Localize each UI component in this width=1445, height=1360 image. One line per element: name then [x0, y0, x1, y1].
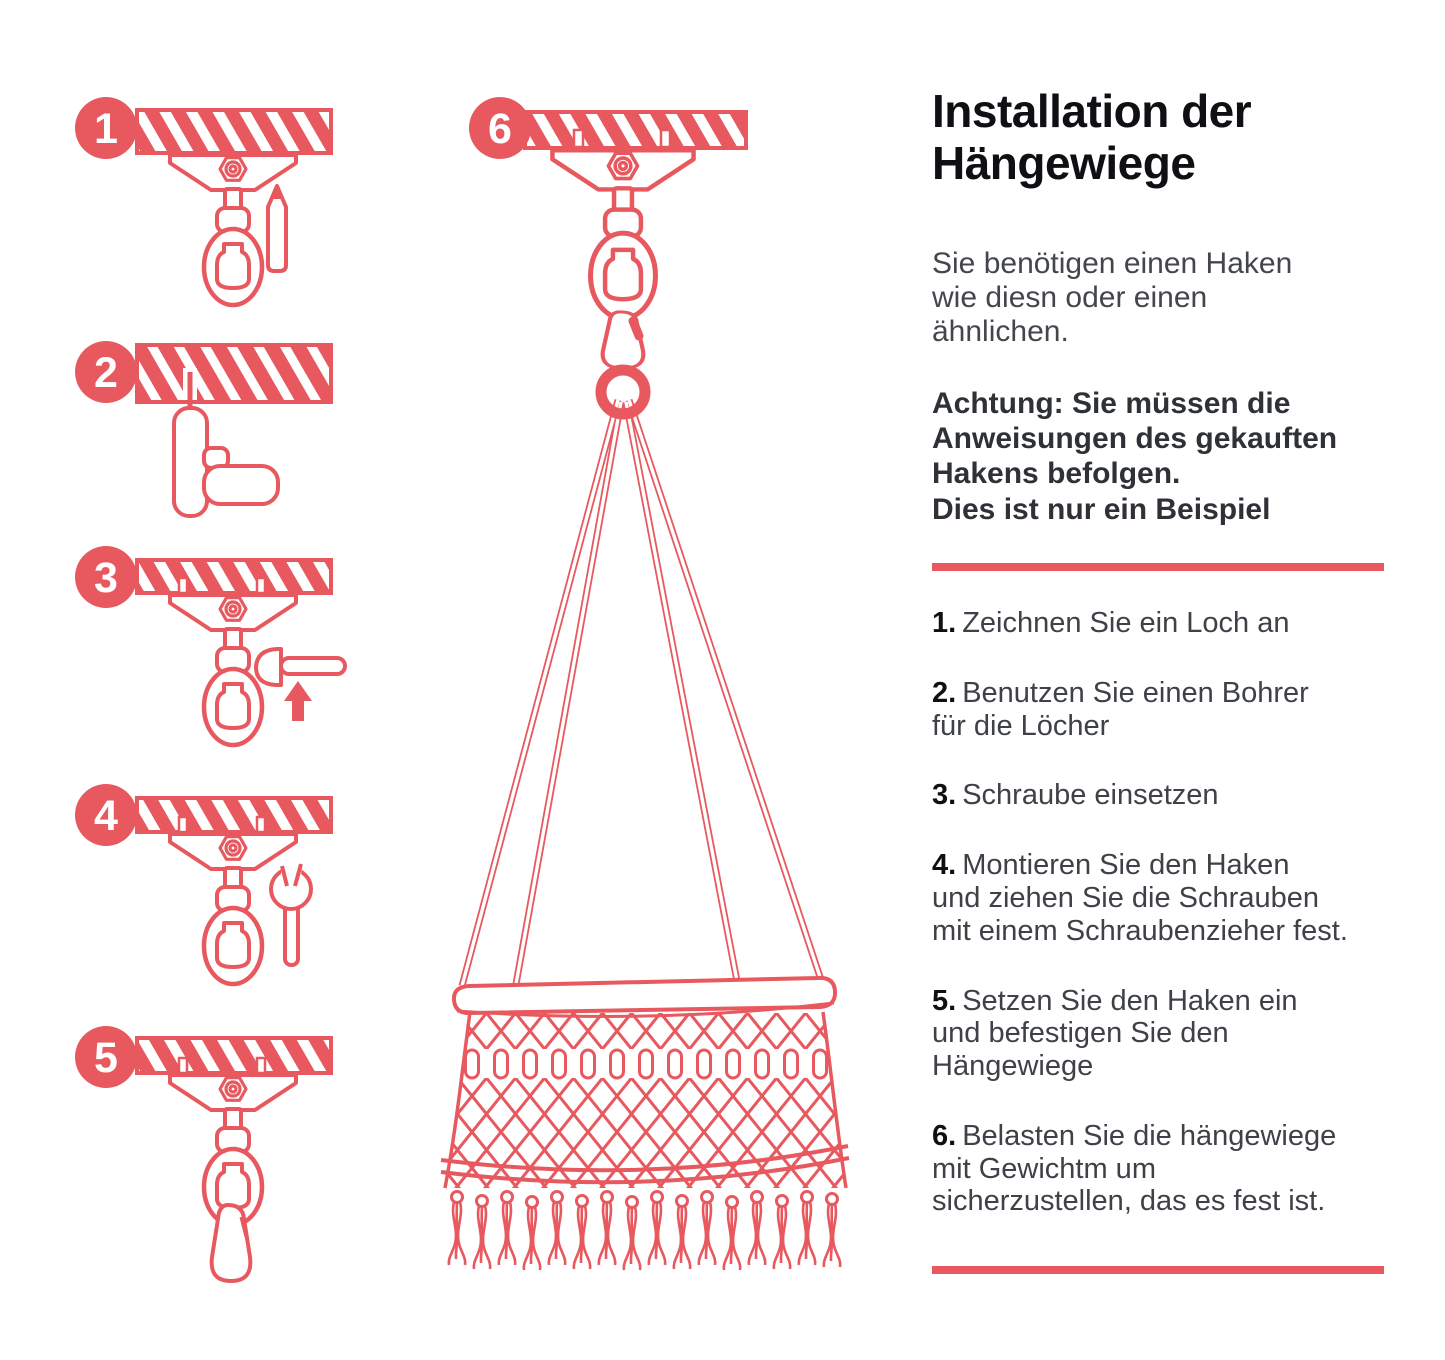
swivel-hook — [170, 1075, 296, 1225]
instruction-list: 1.Zeichnen Sie ein Loch an 2.Benutzen Si… — [932, 607, 1384, 1218]
step1-illustration — [135, 108, 333, 305]
drill-hole — [255, 1056, 267, 1075]
step6-illustration — [440, 110, 850, 1272]
drill-hole — [255, 576, 267, 595]
screw-icon — [254, 647, 347, 687]
swivel-hook — [552, 150, 693, 318]
instruction-number: 4. — [932, 849, 957, 882]
drill-hole — [177, 576, 189, 595]
pencil-icon — [266, 184, 288, 273]
swivel-hook — [170, 834, 296, 984]
ceiling-bar — [135, 558, 333, 595]
step4-badge-number: 4 — [94, 792, 118, 840]
instruction-number: 5. — [932, 984, 957, 1017]
step1-badge-number: 1 — [94, 105, 118, 153]
info-panel: Installation der Hängewiege Sie benötige… — [932, 85, 1384, 1275]
cradle-rim — [451, 975, 838, 1016]
intro-text: Sie benötigen einen Haken wie diesn oder… — [932, 247, 1293, 349]
drill-hole — [255, 815, 267, 834]
page-title: Installation der Hängewiege — [932, 85, 1252, 189]
instruction-item-2: 2.Benutzen Sie einen Bohrer für die Löch… — [932, 677, 1384, 743]
arrow-up-icon — [284, 681, 312, 721]
instruction-number: 1. — [932, 607, 957, 640]
instruction-text: Zeichnen Sie ein Loch an — [962, 607, 1290, 640]
step3-badge-number: 3 — [94, 554, 118, 602]
step1-badge: 1 — [75, 97, 137, 159]
hanging-cradle — [440, 975, 850, 1272]
instruction-number: 3. — [932, 779, 957, 812]
step3-illustration — [135, 558, 347, 745]
step6-badge-number: 6 — [488, 105, 512, 153]
step2-badge: 2 — [75, 341, 137, 403]
macrame-net — [445, 1013, 846, 1188]
net-edge-right — [821, 1011, 848, 1189]
ceiling-bar — [135, 796, 333, 834]
instruction-item-4: 4.Montieren Sie den Haken und ziehen Sie… — [932, 849, 1384, 947]
warning-text: Achtung: Sie müssen die Anweisungen des … — [932, 386, 1338, 526]
step5-badge: 5 — [75, 1026, 137, 1088]
step4-illustration — [135, 796, 333, 984]
drill-icon — [172, 368, 280, 518]
drill-hole — [659, 128, 672, 149]
ceiling-bar — [135, 108, 333, 155]
step5-badge-number: 5 — [94, 1034, 118, 1082]
step4-badge: 4 — [75, 784, 137, 846]
wrench-icon — [269, 860, 313, 967]
instruction-text: Montieren Sie den Haken und ziehen Sie d… — [932, 849, 1348, 947]
net-edge-left — [443, 1011, 472, 1189]
ring-icon — [595, 364, 651, 420]
step3-badge: 3 — [75, 546, 137, 608]
step2-illustration — [135, 343, 333, 518]
ceiling-bar — [523, 110, 748, 150]
instruction-text: Setzen Sie den Haken ein und befestigen … — [932, 984, 1298, 1083]
carabiner-icon — [209, 1203, 253, 1283]
step5-illustration — [135, 1036, 333, 1283]
net-beads — [464, 1048, 828, 1080]
gather-cord — [440, 1156, 850, 1185]
divider-bottom — [932, 1266, 1384, 1275]
ceiling-bar — [135, 1036, 333, 1075]
carabiner-sleeve — [628, 316, 644, 341]
instruction-item-3: 3.Schraube einsetzen — [932, 779, 1384, 812]
ceiling-bar — [135, 343, 333, 404]
divider-top — [932, 563, 1384, 572]
step6-badge: 6 — [469, 97, 531, 159]
instruction-text: Benutzen Sie einen Bohrer für die Löcher — [932, 676, 1309, 742]
instruction-item-6: 6.Belasten Sie die hängewiege mit Gewich… — [932, 1120, 1384, 1218]
hanging-ropes — [458, 398, 827, 988]
instruction-item-1: 1.Zeichnen Sie ein Loch an — [932, 607, 1384, 640]
instruction-number: 2. — [932, 676, 957, 709]
instruction-text: Schraube einsetzen — [962, 779, 1219, 812]
instruction-number: 6. — [932, 1119, 957, 1152]
step2-badge-number: 2 — [94, 349, 118, 397]
drill-hole — [177, 1056, 189, 1075]
drill-hole — [177, 815, 189, 834]
instruction-item-5: 5.Setzen Sie den Haken ein und befestige… — [932, 985, 1384, 1083]
fringe-tassels — [447, 1190, 842, 1272]
drill-hole — [572, 128, 585, 149]
gather-cord — [440, 1144, 849, 1173]
instruction-text: Belasten Sie die hängewiege mit Gewichtm… — [932, 1119, 1337, 1218]
